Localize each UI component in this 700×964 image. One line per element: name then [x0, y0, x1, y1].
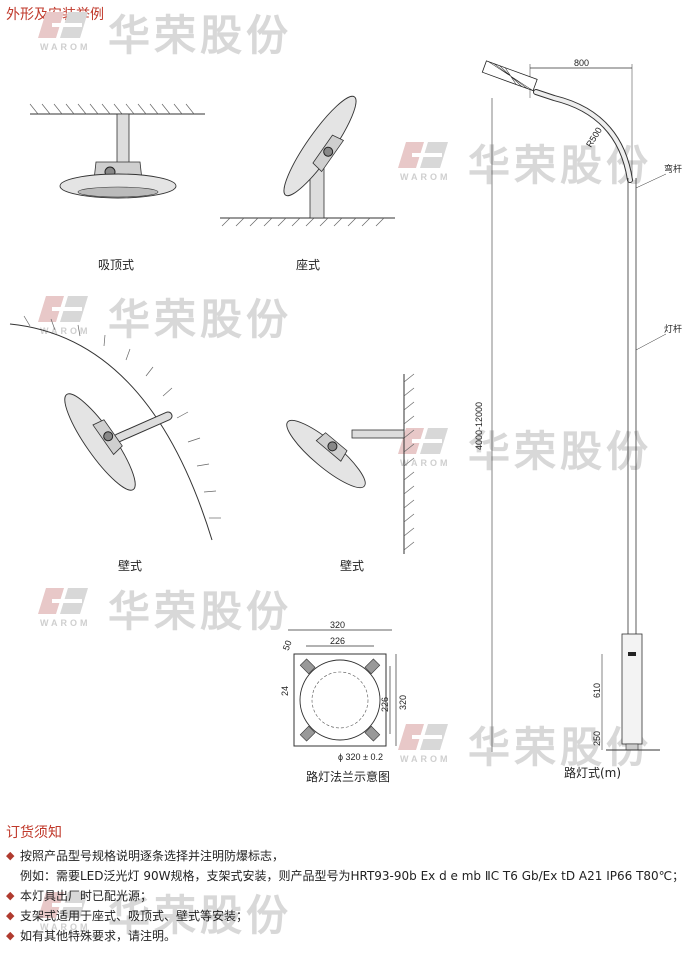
ordering-item: ◆ 支架式适用于座式、吸顶式、壁式等安装；: [6, 906, 696, 926]
svg-text:610: 610: [592, 683, 602, 698]
svg-text:50: 50: [281, 639, 294, 652]
ordering-example: 例如：需要LED泛光灯 90W规格，支架式安装，则产品型号为HRT93-90b …: [20, 869, 685, 883]
ordering-item: ◆ 如有其他特殊要求，请注明。: [6, 926, 696, 946]
section-title-install: 外形及安装举例: [6, 7, 104, 23]
seat-mount-drawing: [220, 95, 395, 227]
svg-text:320: 320: [398, 695, 408, 710]
diamond-bullet-icon: ◆: [6, 849, 15, 862]
caption-wall1: 壁式: [118, 559, 143, 573]
street-light-pole-drawing: 800 4000-12000 R500 弯杆 灯杆 610 250: [474, 58, 682, 752]
svg-text:弯杆: 弯杆: [664, 163, 682, 175]
caption-ceiling: 吸顶式: [98, 258, 135, 272]
wall-mount-curved-drawing: [9, 315, 221, 541]
flange-diagram: 320 226 50 24 226 320 ϕ 320 ± 0.2: [280, 620, 408, 762]
caption-seat: 座式: [296, 258, 321, 272]
svg-text:ϕ 320 ± 0.2: ϕ 320 ± 0.2: [338, 752, 383, 762]
svg-text:24: 24: [280, 686, 290, 696]
svg-text:800: 800: [574, 58, 589, 68]
ordering-item: ◆ 本灯具出厂时已配光源；: [6, 886, 696, 906]
section-title-ordering: 订货须知: [6, 825, 62, 841]
caption-streetlight: 路灯式(m): [564, 766, 622, 780]
diamond-bullet-icon: ◆: [6, 889, 15, 902]
svg-text:226: 226: [330, 636, 345, 646]
svg-text:4000-12000: 4000-12000: [474, 402, 484, 450]
svg-text:R500: R500: [584, 125, 604, 149]
ceiling-mount-drawing: [29, 103, 205, 199]
svg-text:226: 226: [380, 697, 390, 712]
warom-logo-icon: [38, 588, 88, 614]
wall-mount-flat-drawing: [286, 373, 415, 554]
caption-wall2: 壁式: [340, 559, 365, 573]
diamond-bullet-icon: ◆: [6, 909, 15, 922]
svg-text:320: 320: [330, 620, 345, 630]
diamond-bullet-icon: ◆: [6, 929, 15, 942]
ordering-item: ◆ 按照产品型号规格说明逐条选择并注明防爆标志，: [6, 846, 696, 866]
svg-text:灯杆: 灯杆: [664, 323, 682, 335]
caption-flange: 路灯法兰示意图: [306, 770, 391, 784]
svg-text:250: 250: [592, 731, 602, 746]
ordering-notes: ◆ 按照产品型号规格说明逐条选择并注明防爆标志， 例如：需要LED泛光灯 90W…: [6, 846, 696, 946]
